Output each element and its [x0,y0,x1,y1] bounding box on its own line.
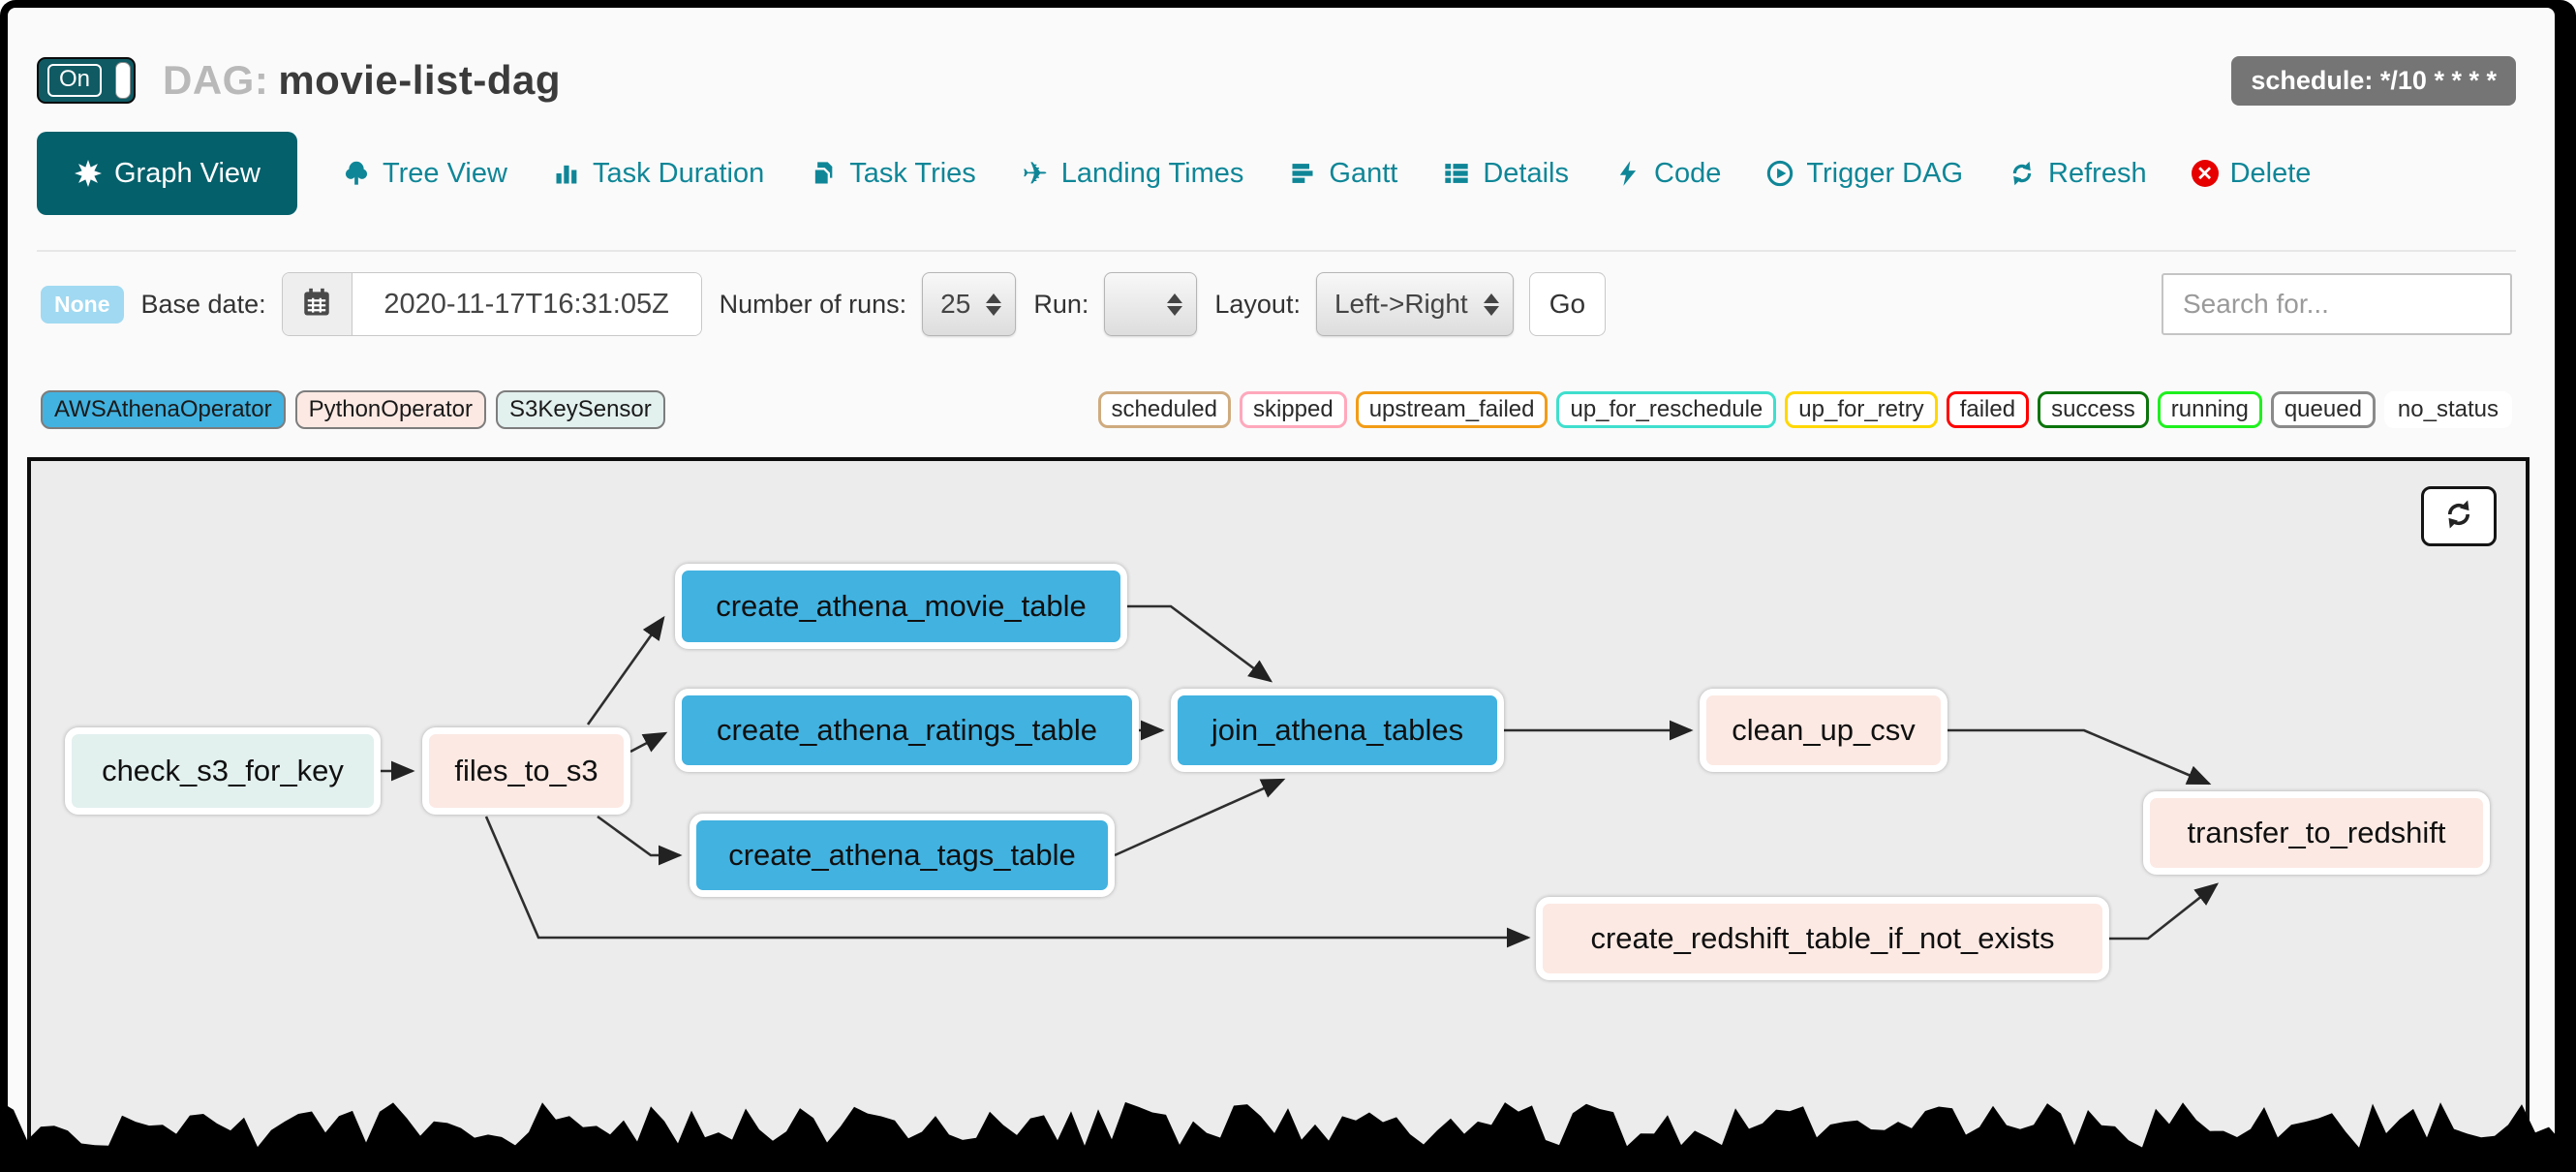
tab-label: Task Duration [592,157,765,189]
state-legend: scheduled skipped upstream_failed up_for… [1097,391,2512,428]
base-date-group [281,272,702,336]
state-badge-running: running [2157,391,2262,428]
dag-graph-canvas[interactable]: check_s3_for_key files_to_s3 create_athe… [27,457,2530,1172]
toggle-knob [115,62,131,99]
plane-icon: ✈ [1022,156,1049,191]
refresh-icon [2442,498,2475,536]
search-input[interactable] [2162,273,2512,335]
tab-label: Delete [2229,157,2312,189]
state-badge-no-status: no_status [2383,391,2512,428]
state-badge-up-for-retry: up_for_retry [1785,391,1938,428]
dag-title-prefix: DAG: [163,57,269,103]
layout-value: Left->Right [1334,289,1468,319]
tab-label: Tree View [383,157,507,189]
dag-pause-toggle[interactable]: On [37,57,136,104]
calendar-addon[interactable] [282,273,353,335]
tab-task-duration[interactable]: Task Duration [552,158,764,190]
state-badge-success: success [2038,391,2149,428]
run-select[interactable] [1104,272,1198,336]
operator-badge-python: PythonOperator [294,390,486,429]
operator-badge-s3keysensor: S3KeySensor [496,390,665,429]
tab-trigger-dag[interactable]: Trigger DAG [1765,158,1963,190]
base-date-label: Base date: [140,289,266,319]
tree-icon [342,159,371,188]
dag-name: movie-list-dag [278,57,562,103]
run-label: Run: [1033,289,1089,319]
stepper-icon [986,293,1002,316]
tab-label: Refresh [2048,157,2147,189]
tab-label: Gantt [1329,157,1398,189]
task-node-create-athena-movie-table[interactable]: create_athena_movie_table [675,564,1127,649]
delete-icon: ✕ [2191,160,2219,187]
num-runs-label: Number of runs: [719,289,907,319]
legend: AWSAthenaOperator PythonOperator S3KeySe… [41,387,2512,432]
bolt-icon [1613,159,1642,188]
state-badge-skipped: skipped [1239,391,1347,428]
tab-landing-times[interactable]: ✈ Landing Times [1021,156,1244,191]
task-node-create-athena-tags-table[interactable]: create_athena_tags_table [690,814,1115,897]
task-node-create-athena-ratings-table[interactable]: create_athena_ratings_table [675,689,1139,772]
stepper-icon [1167,293,1183,316]
calendar-icon [300,286,333,324]
layout-select[interactable]: Left->Right [1315,272,1514,336]
tab-details[interactable]: Details [1442,158,1569,190]
tab-graph-view[interactable]: Graph View [37,132,297,215]
copy-icon [809,159,838,188]
torn-screenshot-edge [0,1101,2576,1172]
play-circle-icon [1765,159,1794,188]
tab-code[interactable]: Code [1613,158,1721,190]
gantt-icon [1288,159,1317,188]
header: On DAG:movie-list-dag schedule: */10 * *… [37,46,2516,114]
tab-gantt[interactable]: Gantt [1288,158,1397,190]
stepper-icon [1483,293,1499,316]
task-node-transfer-to-redshift[interactable]: transfer_to_redshift [2143,791,2490,875]
refresh-icon [2008,159,2037,188]
schedule-badge: schedule: */10 * * * * [2231,55,2516,106]
num-runs-value: 25 [940,289,971,319]
tab-label: Code [1654,157,1722,189]
none-badge: None [41,285,124,324]
tab-delete[interactable]: ✕ Delete [2191,157,2312,190]
tab-label: Details [1483,157,1570,189]
dag-edges [381,604,2220,948]
page-title: DAG:movie-list-dag [163,57,561,104]
state-badge-scheduled: scheduled [1097,391,1231,428]
list-icon [1442,159,1471,188]
task-node-check-s3-for-key[interactable]: check_s3_for_key [65,727,381,815]
filter-bar: None Base date: Number of runs: 25 Run: … [41,271,2512,337]
operator-badge-awsathena: AWSAthenaOperator [41,390,286,429]
state-badge-queued: queued [2270,391,2376,428]
tab-label: Trigger DAG [1806,157,1964,189]
tab-label: Task Tries [849,157,976,189]
task-node-join-athena-tables[interactable]: join_athena_tables [1171,689,1504,772]
task-node-files-to-s3[interactable]: files_to_s3 [422,727,630,815]
base-date-input[interactable] [352,273,701,335]
layout-label: Layout: [1214,289,1301,319]
state-badge-upstream-failed: upstream_failed [1355,391,1549,428]
state-badge-failed: failed [1946,391,2030,428]
task-node-create-redshift-table-if-not-exists[interactable]: create_redshift_table_if_not_exists [1536,897,2109,980]
view-nav: Graph View Tree View Task Duration Task … [37,132,2516,215]
tab-label: Landing Times [1060,157,1244,189]
go-button[interactable]: Go [1528,272,1607,336]
tab-refresh[interactable]: Refresh [2008,158,2147,190]
graph-refresh-button[interactable] [2421,486,2497,546]
toggle-on-label: On [47,64,103,97]
divider [37,250,2516,252]
tab-task-tries[interactable]: Task Tries [809,158,976,190]
state-badge-up-for-reschedule: up_for_reschedule [1556,391,1777,428]
tab-label: Graph View [114,157,261,189]
num-runs-select[interactable]: 25 [922,272,1017,336]
sunburst-icon [74,159,103,188]
bar-chart-icon [552,159,581,188]
airflow-page: On DAG:movie-list-dag schedule: */10 * *… [8,8,2555,1172]
tab-tree-view[interactable]: Tree View [342,158,507,190]
task-node-clean-up-csv[interactable]: clean_up_csv [1700,689,1947,772]
